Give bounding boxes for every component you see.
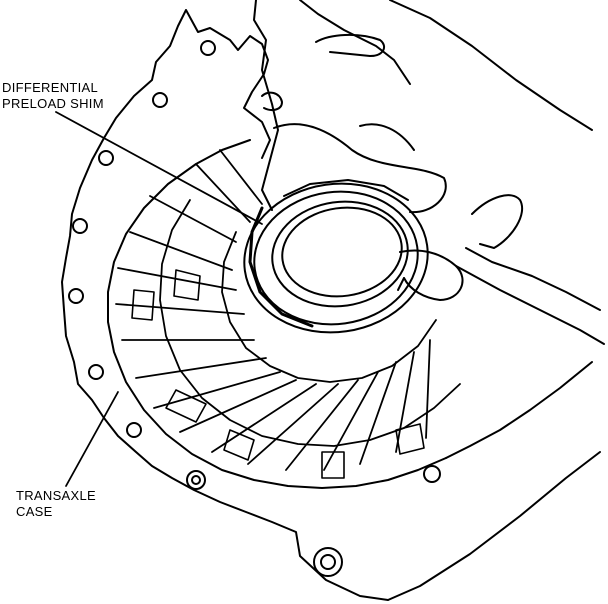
differential-preload-shim-label: DIFFERENTIAL PRELOAD SHIM xyxy=(2,80,104,112)
bolt-holes xyxy=(68,40,441,577)
hand-right xyxy=(389,0,605,345)
preload-shim-edge xyxy=(248,206,314,328)
shim-leader-line xyxy=(55,111,263,225)
hand-left xyxy=(253,0,447,214)
case-label-line-2: CASE xyxy=(16,504,53,519)
flange-inner-rim xyxy=(107,139,447,489)
rib-pockets xyxy=(131,269,425,479)
differential-bore xyxy=(243,179,429,334)
transaxle-case-label: TRANSAXLE CASE xyxy=(16,488,96,520)
case-ribs xyxy=(115,149,461,471)
shim-label-line-2: PRELOAD SHIM xyxy=(2,96,104,111)
flange-right-edge xyxy=(387,361,601,601)
case-leader-line xyxy=(65,391,119,487)
case-label-line-1: TRANSAXLE xyxy=(16,488,97,503)
shim-label-line-1: DIFFERENTIAL xyxy=(2,80,99,95)
